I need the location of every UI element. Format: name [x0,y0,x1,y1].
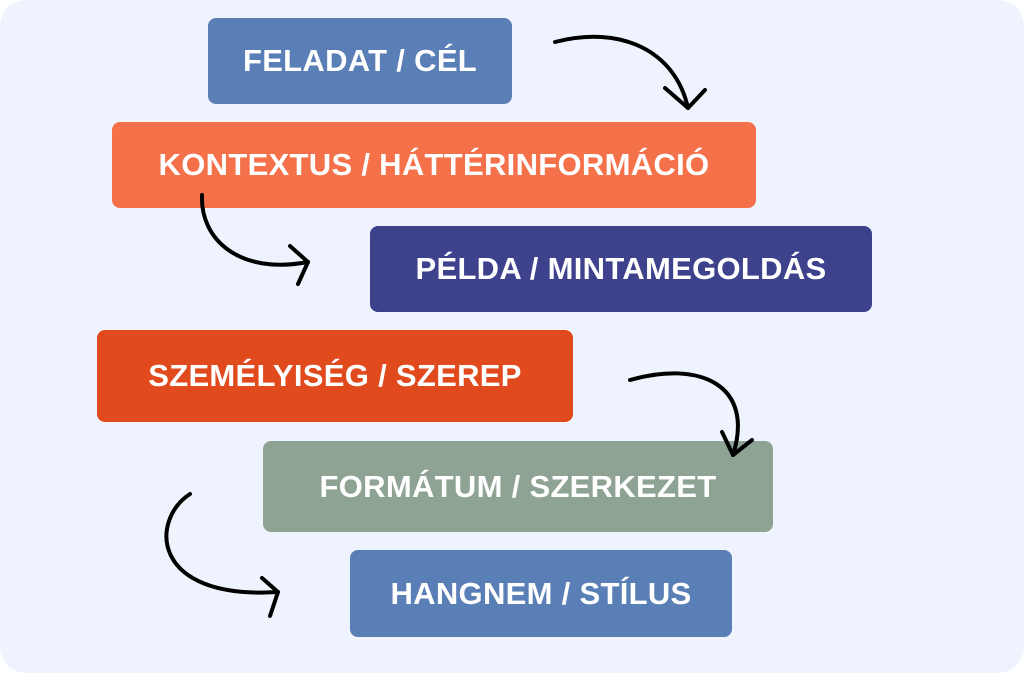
step-label: FORMÁTUM / SZERKEZET [319,468,717,504]
step-label: FELADAT / CÉL [242,43,478,78]
curved-arrow-icon [164,492,280,618]
step-tone-style: HANGNEM / STÍLUS [350,550,732,637]
step-format-structure: FORMÁTUM / SZERKEZET [263,441,773,532]
curved-arrow-icon [199,193,310,286]
curved-arrow-icon [553,34,707,110]
step-persona-role: SZEMÉLYISÉG / SZEREP [97,330,573,422]
curved-arrow-icon [628,371,754,457]
step-label: HANGNEM / STÍLUS [390,575,692,611]
step-label: KONTEXTUS / HÁTTÉRINFORMÁCIÓ [158,147,710,182]
step-task-goal: FELADAT / CÉL [208,18,512,104]
step-example: PÉLDA / MINTAMEGOLDÁS [370,226,872,312]
step-label: PÉLDA / MINTAMEGOLDÁS [415,251,827,286]
step-context: KONTEXTUS / HÁTTÉRINFORMÁCIÓ [112,122,756,208]
step-label: SZEMÉLYISÉG / SZEREP [148,358,522,393]
